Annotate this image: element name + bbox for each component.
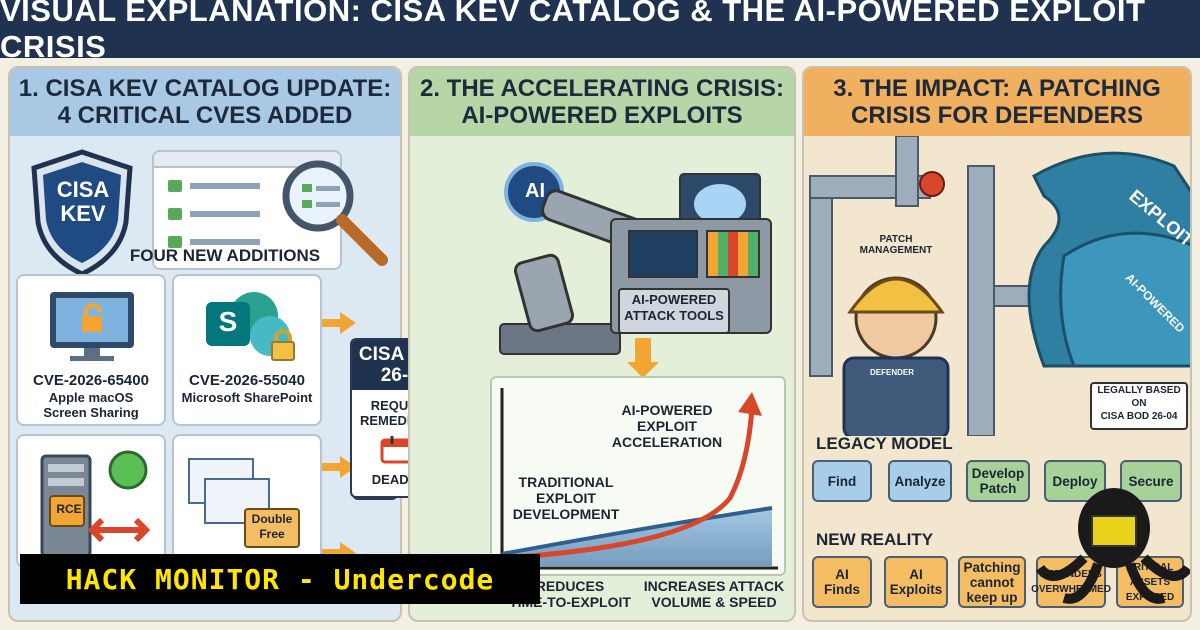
sharepoint-lock-icon xyxy=(206,292,295,361)
rce-label: RCE xyxy=(56,502,82,516)
down-arrow-icon xyxy=(635,338,651,364)
four-new-additions-label: FOUR NEW ADDITIONS xyxy=(129,246,321,265)
rce-server-icon xyxy=(40,450,151,558)
watermark-text: HACK MONITOR - Undercode xyxy=(65,562,495,596)
hacker-octopus-icon xyxy=(1035,488,1190,604)
legal-note: LEGALLY BASED ON CISA BOD 26-04 xyxy=(1097,385,1181,422)
double-free-label: Double Free xyxy=(251,512,293,541)
panel3-heading: 3. THE IMPACT: A PATCHING CRISIS FOR DEF… xyxy=(804,68,1190,136)
cve-card-sharepoint: S CVE-2026-55040 Microsoft SharePoint xyxy=(172,274,322,426)
new-reality-title: NEW REALITY xyxy=(816,530,934,549)
arrow-right-icon xyxy=(322,312,356,334)
legacy-step-analyze: Analyze xyxy=(888,460,952,502)
legacy-model-title: LEGACY MODEL xyxy=(816,434,953,453)
ai-curve-arrow xyxy=(738,392,762,416)
legacy-step-find: Find xyxy=(812,460,872,502)
hat-text: PATCH MANAGEMENT xyxy=(859,234,933,256)
tools-label: AI-POWERED ATTACK TOOLS xyxy=(624,292,724,323)
growth-chart xyxy=(500,388,778,570)
cve-card-rce: RCE xyxy=(16,434,166,568)
panel-accelerating-crisis: 2. THE ACCELERATING CRISIS: AI-POWERED E… xyxy=(408,66,796,622)
monitor-lock-icon xyxy=(50,292,134,361)
down-arrow-head xyxy=(627,362,659,378)
cve-card-macos: CVE-2026-65400 Apple macOS Screen Sharin… xyxy=(16,274,166,426)
tools-label-box xyxy=(618,288,730,334)
page-title: VISUAL EXPLANATION: CISA KEV CATALOG & T… xyxy=(0,0,1146,64)
panel1-heading: 1. CISA KEV CATALOG UPDATE: 4 CRITICAL C… xyxy=(10,68,400,136)
traditional-curve-label: TRADITIONAL EXPLOIT DEVELOPMENT xyxy=(512,474,620,522)
cve1-desc: Apple macOS Screen Sharing xyxy=(43,390,139,420)
hard-hat xyxy=(847,277,945,314)
title-bar: VISUAL EXPLANATION: CISA KEV CATALOG & T… xyxy=(0,0,1200,64)
watermark-banner: HACK MONITOR - Undercode xyxy=(20,554,540,604)
cve2-desc: Microsoft SharePoint xyxy=(181,390,313,405)
new-step-patching: Patching cannot keep up xyxy=(958,556,1026,608)
ai-badge: AI xyxy=(525,180,545,202)
cve1-id: CVE-2026-65400 xyxy=(33,372,149,389)
panel-kev-catalog: 1. CISA KEV CATALOG UPDATE: 4 CRITICAL C… xyxy=(8,66,402,622)
new-step-ai-finds: AI Finds xyxy=(812,556,872,608)
legacy-step-develop: Develop Patch xyxy=(966,460,1030,502)
ai-curve xyxy=(501,407,755,561)
magnifier-icon xyxy=(282,160,388,266)
traditional-curve xyxy=(501,506,773,556)
new-step-ai-exploits: AI Exploits xyxy=(884,556,948,608)
panel2-heading: 2. THE ACCELERATING CRISIS: AI-POWERED E… xyxy=(410,68,794,136)
cve-card-double-free: Double Free xyxy=(172,434,322,568)
console-keypad xyxy=(706,230,760,278)
increases-label: INCREASES ATTACK VOLUME & SPEED xyxy=(643,578,785,610)
panel-impact: 3. THE IMPACT: A PATCHING CRISIS FOR DEF… xyxy=(802,66,1192,622)
double-free-tag xyxy=(244,508,300,548)
pipes-and-wave-illustration xyxy=(809,136,1190,436)
ai-curve-label: AI-POWERED EXPLOIT ACCELERATION xyxy=(611,402,723,450)
defender-tag: DEFENDER xyxy=(869,368,914,377)
memory-window-icon xyxy=(204,478,270,524)
legal-note-box xyxy=(1090,382,1188,430)
console-screen xyxy=(628,230,698,278)
cve2-id: CVE-2026-55040 xyxy=(189,372,305,389)
shield-label: CISA KEV xyxy=(56,177,110,226)
sharepoint-letter: S xyxy=(218,306,238,337)
worker-body xyxy=(842,356,950,436)
